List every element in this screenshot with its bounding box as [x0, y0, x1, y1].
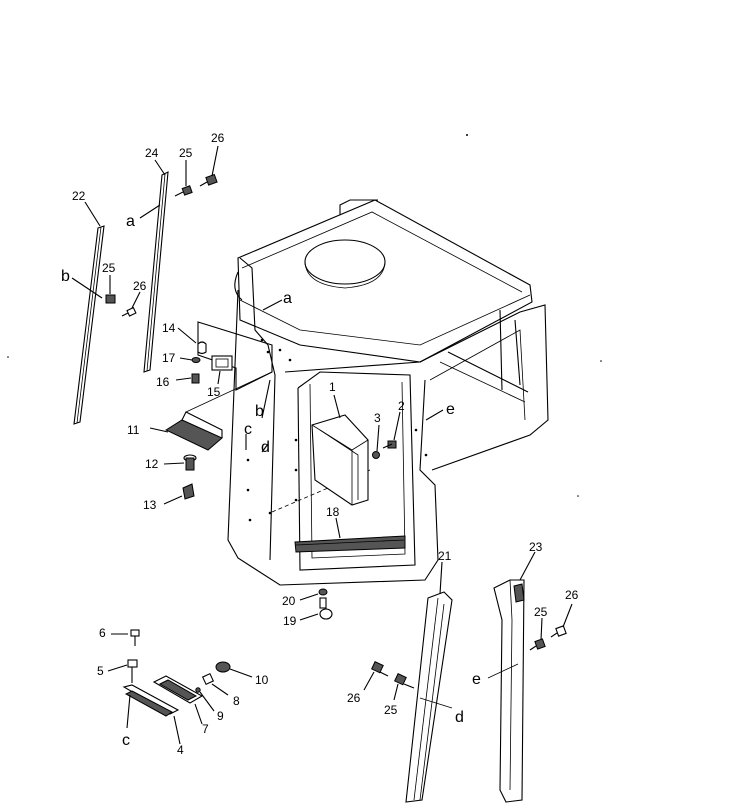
callout-12: 12	[145, 457, 159, 471]
callout-3: 3	[374, 411, 381, 425]
part-17-washer	[179, 357, 201, 363]
part-13-screw	[163, 483, 195, 505]
leader-a-cab	[262, 299, 283, 311]
callout-11: 11	[127, 423, 140, 437]
ref-a-strip: a	[126, 213, 135, 230]
screw-25-right	[529, 617, 546, 651]
ref-d-cab: d	[261, 439, 270, 456]
ref-e-cab: e	[446, 401, 455, 418]
part-21-strip	[405, 561, 453, 803]
callout-1: 1	[329, 380, 336, 394]
callout-25-left: 25	[102, 261, 116, 275]
callout-2: 2	[398, 399, 405, 413]
screw-25-left	[105, 275, 116, 304]
callout-22: 22	[72, 189, 86, 203]
callout-15: 15	[207, 385, 221, 399]
callout-24: 24	[145, 146, 159, 160]
part-14-plate	[177, 321, 273, 391]
screw-25-top	[174, 160, 193, 197]
screw-26-lower-mid	[363, 661, 389, 691]
part-24-strip	[139, 159, 169, 373]
reference-letters: a a b b c c d d e e	[61, 213, 481, 749]
callout-4: 4	[177, 743, 184, 757]
part-1-panel	[311, 394, 369, 506]
callout-13: 13	[143, 498, 157, 512]
callout-26-top: 26	[211, 131, 225, 145]
screw-25-lower-mid	[393, 673, 415, 701]
callout-26-lower-mid: 26	[347, 691, 361, 705]
leader-e-cab	[425, 409, 444, 421]
callout-25-top: 25	[179, 146, 193, 160]
part-20-washer	[299, 588, 328, 601]
part-6-screw	[111, 629, 140, 646]
callout-10: 10	[255, 673, 269, 687]
callout-20: 20	[282, 594, 296, 608]
part-7-plate	[152, 675, 204, 725]
ref-c-latch: c	[122, 732, 130, 749]
callout-labels: 1 2 3 4 5 6 7 8 9 10 11 12 13 14 15 16 1…	[72, 131, 579, 757]
part-22-strip	[71, 201, 105, 425]
ref-b-strip: b	[61, 268, 70, 285]
callout-14: 14	[162, 321, 176, 335]
callout-19: 19	[283, 614, 297, 628]
leader-d-cab	[261, 443, 269, 453]
ref-c-cab: c	[244, 421, 252, 438]
callout-21: 21	[438, 549, 452, 563]
part-5-screw	[107, 659, 138, 683]
part-19-bolt	[299, 597, 333, 621]
ref-d-strip: d	[455, 709, 464, 726]
part-18-strip	[294, 517, 406, 553]
part-15-clip	[211, 355, 233, 385]
part-3-washer	[372, 424, 380, 459]
leader-b-cab	[261, 379, 271, 419]
callout-5: 5	[97, 664, 104, 678]
ref-b-cab: b	[255, 403, 264, 420]
part-23-strip	[487, 551, 536, 803]
part-16-screw	[175, 373, 200, 384]
callout-26-left: 26	[133, 279, 147, 293]
callout-26-right: 26	[565, 588, 579, 602]
callout-8: 8	[233, 694, 240, 708]
part-12-bolt	[163, 454, 197, 471]
callout-9: 9	[217, 709, 224, 723]
callout-17: 17	[162, 351, 176, 365]
callout-23: 23	[529, 540, 543, 554]
part-2-bolt	[382, 411, 401, 449]
screw-26-right	[550, 603, 573, 638]
screw-26-top	[199, 145, 219, 187]
callout-16: 16	[156, 375, 170, 389]
callout-25-lower-mid: 25	[384, 703, 398, 717]
part-4-latch	[122, 684, 181, 745]
part-10-nut	[215, 661, 253, 678]
ref-a-cab: a	[283, 290, 292, 307]
part-9-screw	[195, 687, 215, 712]
callout-7: 7	[202, 722, 209, 736]
part-8-screw	[201, 672, 229, 696]
cab-body	[227, 199, 549, 586]
ref-e-strip: e	[472, 671, 481, 688]
callout-6: 6	[99, 626, 106, 640]
leader-c-lower	[126, 694, 131, 729]
callout-18: 18	[326, 505, 340, 519]
screw-26-left	[121, 291, 141, 317]
callout-25-right: 25	[534, 605, 548, 619]
part-11-bracket	[149, 371, 273, 451]
